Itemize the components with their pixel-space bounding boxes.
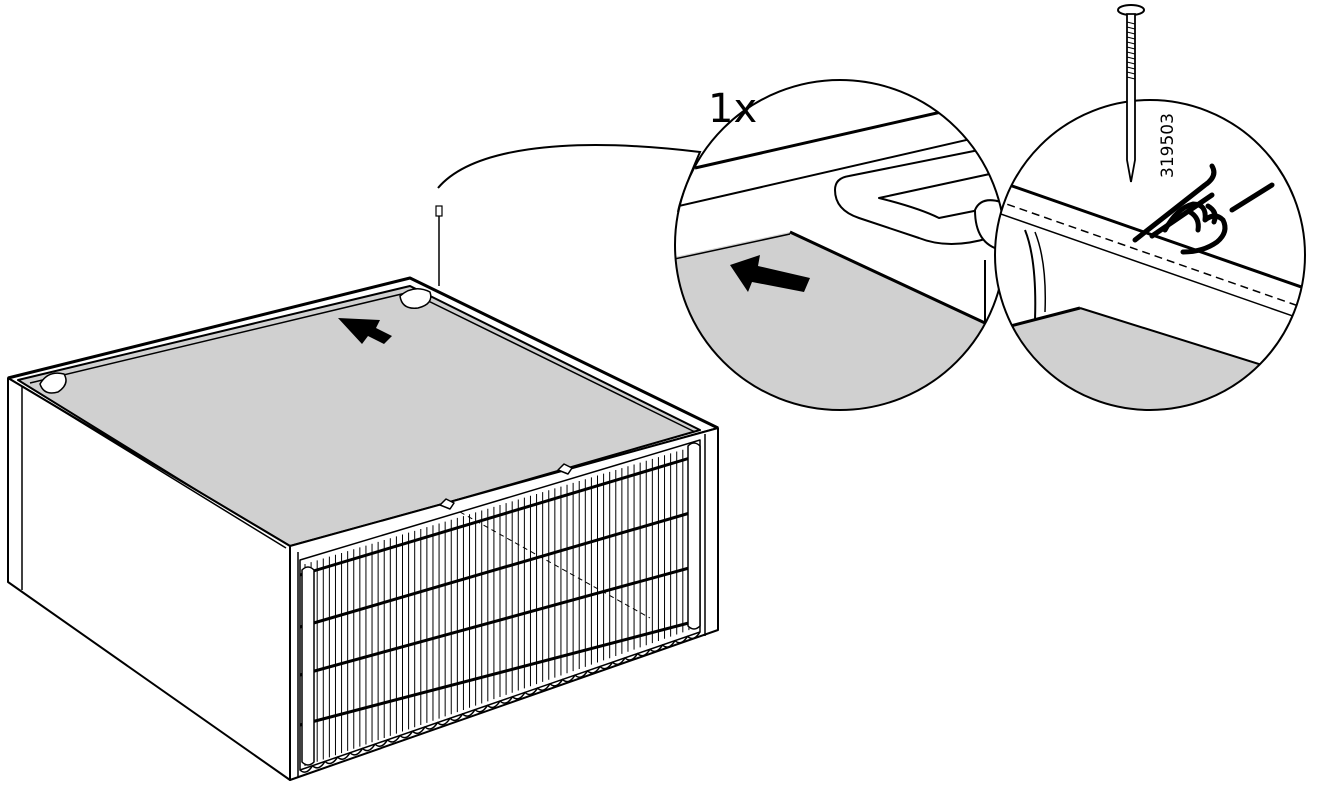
- detail-view-clip: [674, 79, 1006, 411]
- nail-icon: [1117, 4, 1145, 183]
- rim-clip: [557, 463, 573, 475]
- push-arrow-icon: [730, 255, 810, 292]
- corner-bracket: [399, 288, 432, 309]
- nail-icon: [435, 205, 443, 286]
- basket-rail: [299, 618, 701, 727]
- basket-rail: [299, 508, 701, 629]
- rim-clip: [439, 498, 455, 510]
- part-number: 319503: [1158, 113, 1178, 178]
- basket-rail: [299, 563, 701, 677]
- drawer-cabinet: [7, 276, 719, 781]
- hand-press-icon: [1132, 163, 1275, 255]
- quantity-label: 1x: [708, 86, 757, 132]
- push-arrow-icon: [338, 318, 392, 344]
- callout-leader: [437, 144, 702, 213]
- basket-rail: [299, 453, 701, 577]
- detail-view-nailing: [994, 99, 1306, 411]
- corner-bracket: [39, 372, 67, 394]
